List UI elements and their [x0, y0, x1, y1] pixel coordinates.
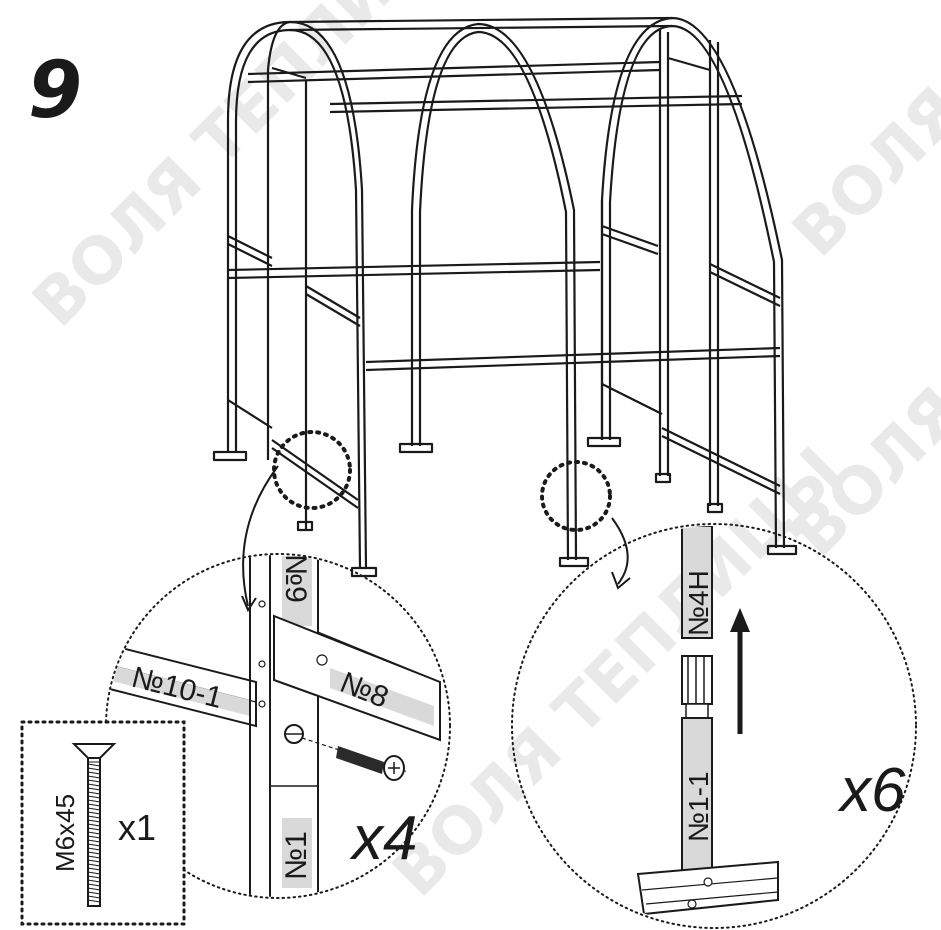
bolt-thread-line	[87, 875, 101, 879]
bolt-thread-line	[87, 899, 101, 903]
bolt-thread-line	[87, 799, 101, 803]
part-label-1: №1	[280, 831, 313, 880]
part-label-4h: №4H	[683, 570, 714, 636]
bolt-thread-line	[87, 855, 101, 859]
right-detail-parts	[636, 526, 779, 916]
part-label-1-1: №1-1	[683, 771, 714, 842]
bolt-thread-line	[87, 831, 101, 835]
left-detail-multiplier: x4	[352, 804, 418, 873]
detail-callout-right	[540, 460, 612, 532]
bolt-thread-line	[87, 763, 101, 767]
left-detail-parts	[107, 555, 441, 897]
right-detail-multiplier: x6	[840, 756, 906, 825]
bolt-thread-line	[87, 851, 101, 855]
bolt-thread-line	[87, 863, 101, 867]
bolt-thread-line	[87, 847, 101, 851]
bolt-thread-line	[87, 767, 101, 771]
bolt-thread-line	[87, 827, 101, 831]
hardware-labels: M6x45 x1	[50, 794, 156, 872]
bolt-thread-line	[87, 783, 101, 787]
bolt-thread-line	[87, 807, 101, 811]
watermark-text: ВОЛЯ ТЕПЛИЦЫ	[19, 0, 496, 341]
bolt-thread-line	[87, 771, 101, 775]
bolt-thread-line	[87, 803, 101, 807]
bolt-size-label: M6x45	[50, 794, 80, 872]
bolt-thread-line	[87, 775, 101, 779]
bolt-thread-line	[87, 811, 101, 815]
bolt-thread-line	[87, 867, 101, 871]
step-number: 9	[28, 46, 83, 136]
detail-callout-left	[272, 430, 352, 510]
callout-arrows	[241, 465, 631, 613]
bolt-thread-line	[87, 891, 101, 895]
bolt-thread-line	[87, 823, 101, 827]
bolt-thread-line	[87, 839, 101, 843]
bolt-thread-line	[87, 895, 101, 899]
bolt-thread-line	[87, 815, 101, 819]
bolt-quantity-label: x1	[118, 807, 156, 848]
bolt-thread-line	[87, 843, 101, 847]
bolt-thread-line	[87, 795, 101, 799]
bolt-thread-line	[87, 883, 101, 887]
bolt-thread-line	[87, 779, 101, 783]
arrow-up-icon	[730, 608, 750, 734]
left-detail-labels: №9 №10-1 №8 №1	[128, 554, 393, 880]
bolt-thread-line	[87, 835, 101, 839]
right-detail-labels: №4H №1-1	[683, 570, 714, 842]
bolt-threads	[87, 763, 101, 903]
bolt-thread-line	[87, 879, 101, 883]
part-label-9: №9	[279, 554, 312, 603]
bolt-thread-line	[87, 887, 101, 891]
bolt-thread-line	[87, 787, 101, 791]
watermark-text: ВОЛЯ ТЕПЛИЦЫ	[779, 0, 941, 271]
bolt-thread-line	[87, 791, 101, 795]
bolt-thread-line	[87, 859, 101, 863]
bolt-thread-line	[87, 819, 101, 823]
right-detail-circle	[511, 523, 917, 929]
watermark-text: ВОЛЯ ТЕПЛИЦЫ	[379, 434, 856, 911]
greenhouse-frame	[212, 16, 798, 578]
bolt-thread-line	[87, 871, 101, 875]
